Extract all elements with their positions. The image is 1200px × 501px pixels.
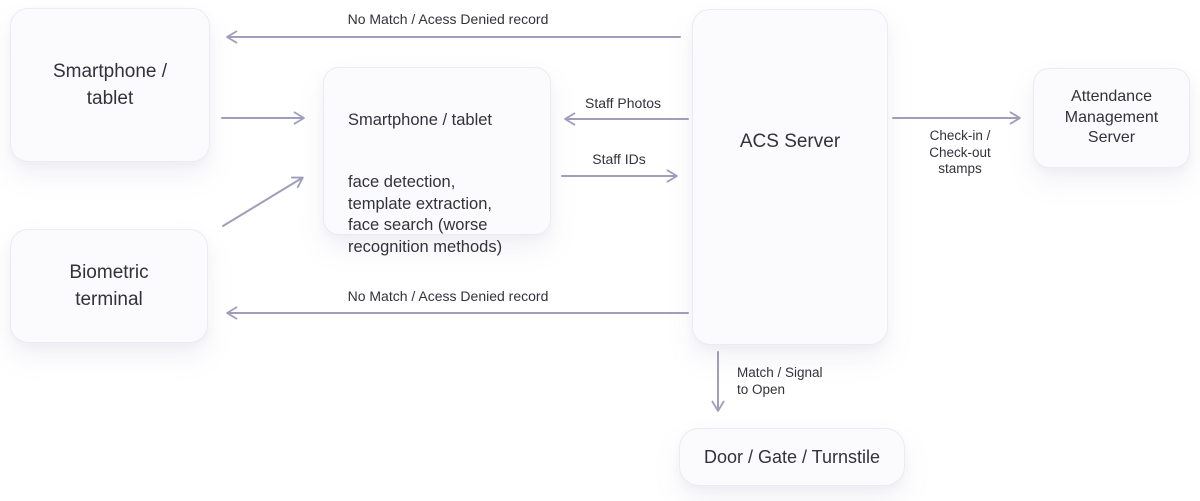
edge-label-match-signal-to-open: Match / Signal to Open [737, 365, 823, 397]
node-acs-server-label: ACS Server [739, 131, 841, 152]
node-door-gate-turnstile-label: Door / Gate / Turnstile [703, 446, 881, 467]
node-smartphone-tablet-label: Smartphone / tablet [52, 61, 168, 109]
arrow-biometric-to-face-processing [222, 176, 304, 227]
edge-label-no-match-bottom: No Match / Acess Denied record [347, 288, 549, 304]
edge-label-no-match-top: No Match / Acess Denied record [347, 11, 549, 27]
edge-label-staff-ids: Staff IDs [592, 151, 646, 167]
node-attendance-management-server: Attendance Management Server [1033, 68, 1190, 168]
node-attendance-management-server-label: Attendance Management Server [1064, 88, 1159, 147]
node-face-processing-body: face detection, template extraction, fac… [348, 173, 503, 256]
node-smartphone-tablet: Smartphone / tablet [10, 8, 210, 162]
node-acs-server: ACS Server [692, 9, 888, 345]
edge-label-staff-photos: Staff Photos [584, 95, 661, 111]
node-door-gate-turnstile: Door / Gate / Turnstile [679, 428, 905, 486]
node-biometric-terminal: Biometric terminal [10, 229, 208, 343]
node-biometric-terminal-label: Biometric terminal [69, 262, 149, 310]
edge-label-check-in-out-stamps: Check-in / Check-out stamps [929, 128, 991, 176]
node-face-processing: Smartphone / tablet face detection, temp… [323, 67, 551, 256]
node-face-processing-title: Smartphone / tablet [348, 111, 493, 129]
